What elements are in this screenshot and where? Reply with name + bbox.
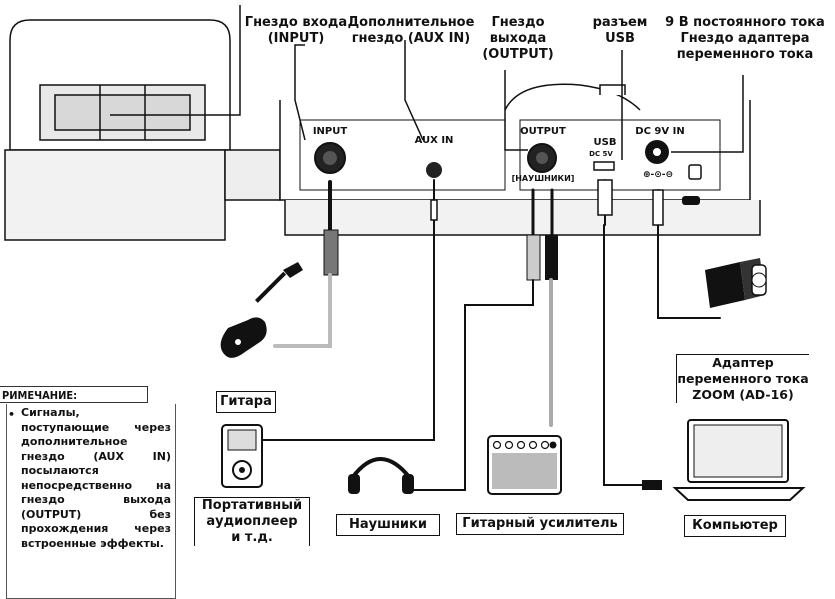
usb-port (593, 161, 615, 171)
note-bullet: • (8, 408, 16, 421)
kensington-lock-icon (688, 164, 702, 180)
guitar-amp-icon (487, 435, 562, 495)
usb-port-label: разъем USB (592, 15, 648, 46)
audio-player-icon (221, 424, 263, 488)
laptop-icon (672, 419, 806, 501)
panel-aux-label: AUX IN (414, 135, 454, 146)
panel-input-label: INPUT (312, 126, 348, 137)
panel-output-label: OUTPUT (520, 126, 566, 137)
panel-usb-sub: DC 5V (589, 150, 613, 158)
input-jack-label: Гнездо входа (INPUT) (244, 15, 348, 46)
player-label: Портативный аудиоплеер и т.д. (194, 497, 310, 546)
computer-label: Компьютер (684, 515, 786, 537)
note-title: РИМЕЧАНИЕ: (0, 386, 148, 403)
panel-polarity: ⊕-⊙-⊖ (642, 170, 674, 180)
panel-output-sub: [НАУШНИКИ] (511, 174, 575, 183)
amp-label: Гитарный усилитель (456, 513, 624, 535)
headphones-label: Наушники (336, 514, 440, 536)
aux-jack (426, 162, 442, 178)
note-box: РИМЕЧАНИЕ: Сигналы, поступающие через до… (0, 386, 182, 599)
guitar-label: Гитара (216, 391, 276, 413)
adapter-label: Адаптер переменного тока ZOOM (AD-16) (676, 354, 809, 403)
note-body: Сигналы, поступающие через дополнительно… (6, 404, 176, 599)
panel-dc-label: DC 9V IN (635, 126, 685, 137)
ac-adapter-icon (705, 258, 767, 308)
output-jack-label: Гнездо выхода (OUTPUT) (482, 15, 554, 62)
dc-jack-label: 9 В постоянного тока Гнездо адаптера пер… (665, 15, 825, 62)
headphones-icon (348, 457, 414, 494)
panel-usb-label: USB (593, 137, 617, 148)
guitar-icon (220, 262, 303, 358)
note-text: Сигналы, поступающие через дополнительно… (21, 406, 171, 550)
aux-jack-label: Дополнительное гнездо (AUX IN) (347, 15, 475, 46)
